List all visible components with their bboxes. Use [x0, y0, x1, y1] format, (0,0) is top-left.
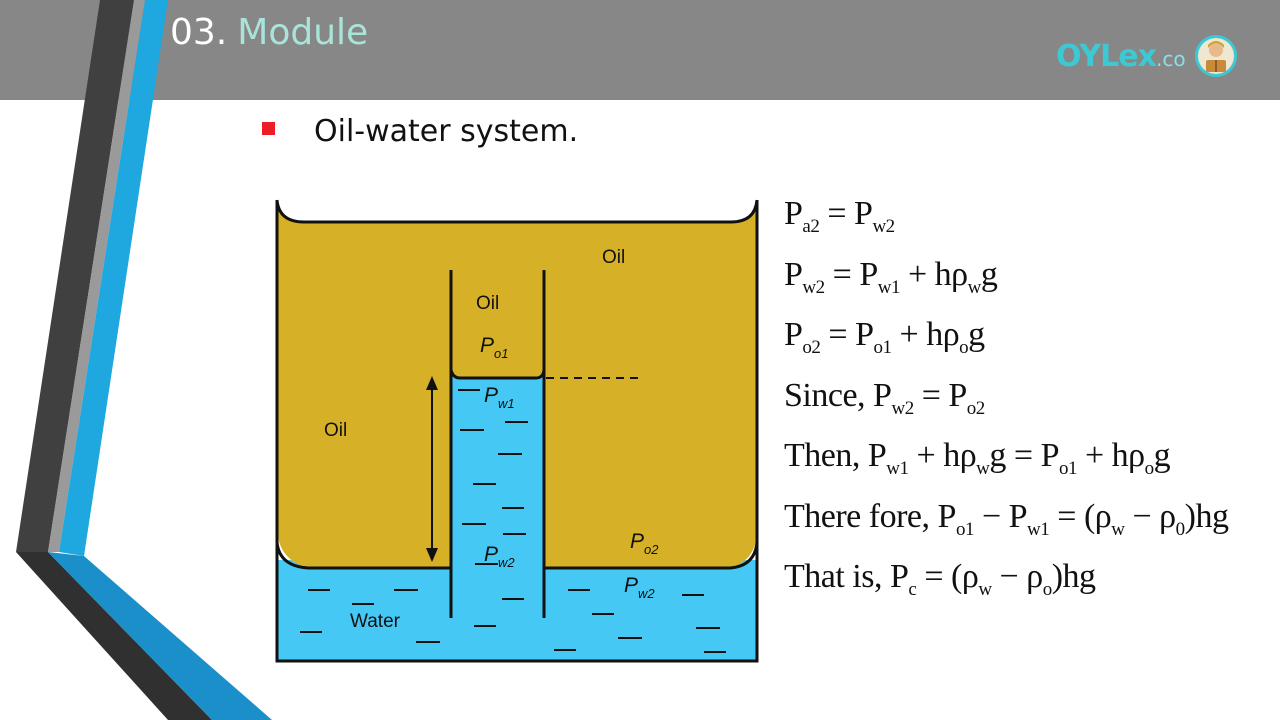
- equation-lead: Then,: [784, 437, 868, 474]
- tube-water: [451, 378, 545, 618]
- label-oil-top: Oil: [602, 247, 625, 268]
- equation-subscript: w: [967, 276, 982, 298]
- logo-text: OYLex.co: [1056, 39, 1186, 74]
- equation-subscript: w2: [802, 276, 825, 298]
- label-p-w2-right: Pw2: [624, 574, 655, 601]
- equation-term: P: [784, 255, 803, 293]
- equation-term: P: [873, 376, 892, 414]
- equation-term: + hρ: [891, 316, 960, 353]
- logo-name: OYLex: [1056, 38, 1157, 74]
- equation-term: P: [784, 195, 803, 232]
- equation-term: + hρ: [899, 255, 968, 293]
- label-p-w1: Pw1: [484, 384, 515, 411]
- equation-subscript: w: [976, 458, 990, 479]
- equation-subscript: o: [1144, 458, 1155, 479]
- equation-subscript: w: [978, 579, 992, 600]
- equation-term: )hg: [1051, 558, 1096, 595]
- oil-layer: [277, 200, 757, 568]
- equation-subscript: o1: [1059, 458, 1078, 479]
- equation-term: = P: [824, 255, 879, 293]
- tank-outline: [275, 200, 759, 663]
- equation-subscript: 0: [1175, 518, 1186, 540]
- reader-avatar-icon: [1194, 35, 1237, 77]
- label-water: Water: [350, 611, 401, 632]
- oil-water-tank-diagram: Oil Oil Oil Water Po1 Pw1 Pw2 Po2 Pw2: [275, 199, 759, 663]
- equation-term: )hg: [1184, 497, 1229, 535]
- oylex-logo: OYLex.co: [1056, 34, 1238, 78]
- equation-subscript: w2: [891, 397, 914, 419]
- equation-subscript: c: [908, 579, 917, 600]
- tube-oil: [451, 272, 545, 378]
- equation-line: Since, Pw2 = Po2: [784, 374, 1228, 435]
- equation-term: + hρ: [908, 437, 977, 474]
- header-bar: [0, 0, 1280, 100]
- equation-term: g: [980, 255, 998, 293]
- equation-term: = (ρ: [1049, 497, 1112, 535]
- equation-subscript: w1: [877, 276, 901, 298]
- equation-subscript: a2: [802, 216, 820, 237]
- module-title: Module: [237, 12, 369, 53]
- equation-subscript: o1: [873, 337, 893, 358]
- label-p-o1: Po1: [480, 334, 508, 361]
- equation-term: P: [867, 437, 887, 474]
- equation-subscript: w2: [872, 216, 895, 237]
- equation-term: P: [889, 558, 909, 595]
- tube-meniscus: [449, 369, 546, 380]
- equation-term: − ρ: [991, 558, 1044, 595]
- equation-term: P: [784, 316, 803, 353]
- equation-line: Po2 = Po1 + hρog: [784, 313, 1228, 374]
- equation-subscript: o2: [966, 397, 986, 419]
- bullet-marker: [262, 122, 275, 135]
- equation-line: That is, Pc = (ρw − ρo)hg: [784, 555, 1228, 616]
- equation-term: − P: [973, 497, 1028, 535]
- equation-subscript: w1: [1027, 518, 1050, 540]
- equation-subscript: o: [1042, 579, 1053, 600]
- label-oil-tube: Oil: [476, 293, 499, 314]
- equation-subscript: o2: [802, 337, 821, 358]
- module-number: 03.: [170, 12, 228, 53]
- equation-term: = (ρ: [916, 558, 979, 595]
- label-p-o2: Po2: [630, 530, 659, 557]
- equation-lead: That is,: [784, 558, 890, 595]
- page-title: 03.Module: [170, 12, 368, 53]
- equation-term: = P: [819, 195, 873, 232]
- equation-line: There fore, Po1 − Pw1 = (ρw − ρ0)hg: [784, 495, 1229, 556]
- equation-term: g: [1153, 437, 1171, 474]
- logo-tld: .co: [1155, 46, 1186, 71]
- bullet-text: Oil-water system.: [314, 114, 579, 149]
- label-oil-left: Oil: [324, 420, 347, 441]
- equation-lead: There fore,: [784, 497, 938, 535]
- water-dashes: [300, 389, 726, 653]
- equation-term: P: [937, 497, 957, 535]
- equation-line: Then, Pw1 + hρwg = Po1 + hρog: [784, 434, 1228, 495]
- equation-term: = P: [820, 316, 874, 353]
- equation-subscript: w1: [886, 458, 909, 479]
- equation-term: = P: [913, 376, 968, 414]
- equation-lead: Since,: [784, 376, 874, 414]
- equation-line: Pw2 = Pw1 + hρwg: [784, 253, 1228, 314]
- equation-subscript: o1: [955, 518, 975, 540]
- equation-term: g: [968, 316, 985, 353]
- decorative-stripes: [16, 0, 272, 720]
- equation-subscript: o: [959, 337, 969, 358]
- equation-line: Pa2 = Pw2: [784, 192, 1228, 253]
- equation-term: g = P: [989, 437, 1059, 474]
- label-p-w2-tube: Pw2: [484, 543, 515, 570]
- equation-subscript: w: [1111, 518, 1125, 540]
- equation-term: + hρ: [1077, 437, 1145, 474]
- equation-term: − ρ: [1124, 497, 1176, 535]
